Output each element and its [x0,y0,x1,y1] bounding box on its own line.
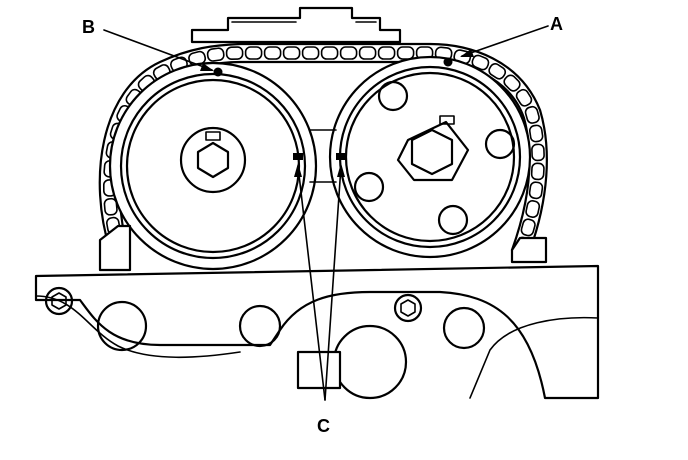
chain-link [488,63,507,80]
chain-link [206,47,225,62]
chain-link [282,46,301,60]
label-b: B [82,17,95,37]
chain-link [377,46,396,60]
chain-link [103,197,118,216]
chain-link [531,143,545,162]
chain-link [528,124,544,143]
right-sprocket-dot [443,57,453,67]
chain-link [244,46,263,60]
label-c: C [317,416,330,436]
left-cam-sprocket [108,61,318,271]
left-timing-mark [293,153,303,160]
chain-link [320,46,339,60]
callout-leaders [103,25,549,401]
chain-link [396,46,415,60]
chain-link [471,54,490,71]
chain-link [225,46,244,60]
left-sprocket-dot [213,67,223,77]
chain-guide [190,6,402,44]
chain-link [339,46,358,60]
chain-link [525,200,541,218]
chain-link [301,46,320,60]
chain-link [528,181,544,200]
chain-link [263,46,282,60]
chain-link [503,74,521,92]
chain-link [530,162,545,181]
cylinder-head [34,224,600,400]
chain-link [358,46,377,60]
chain-link [515,88,533,107]
label-a: A [550,14,563,34]
chain-link [524,105,540,124]
right-timing-mark [336,153,346,160]
chain-link [520,218,536,237]
right-cam-sprocket [328,55,532,259]
